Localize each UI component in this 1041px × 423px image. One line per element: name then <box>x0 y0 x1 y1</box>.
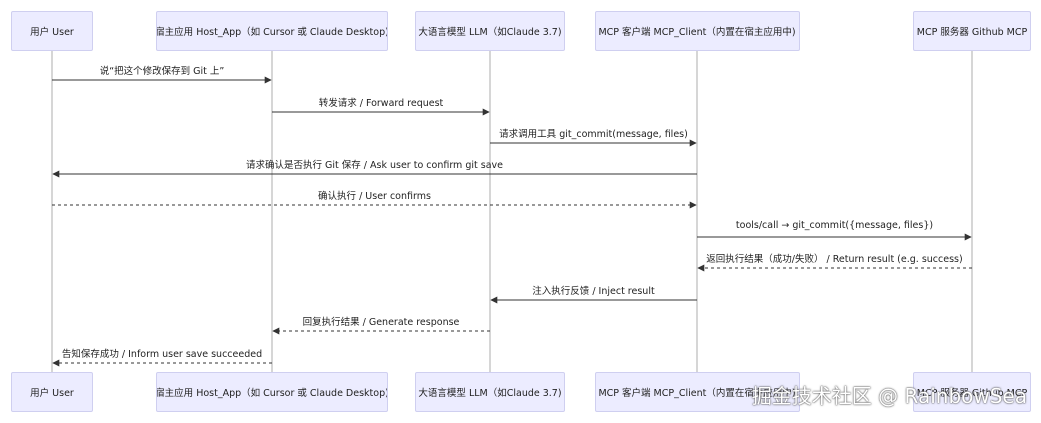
participant-client-bottom: MCP 客户端 MCP_Client（内置在宿主应用中) <box>594 372 800 412</box>
message-label: 告知保存成功 / Inform user save succeeded <box>61 349 263 360</box>
participant-server-bottom: MCP 服务器 Github MCP <box>913 372 1031 412</box>
message-label: tools/call → git_commit({message, files}… <box>735 220 934 231</box>
participant-host-top: 宿主应用 Host_App（如 Cursor 或 Claude Desktop) <box>156 11 388 51</box>
message-label: 确认执行 / User confirms <box>318 191 431 202</box>
message-label: 请求调用工具 git_commit(message, files) <box>499 129 688 140</box>
participant-llm-bottom: 大语言模型 LLM（如Claude 3.7) <box>415 372 565 412</box>
message-label: 返回执行结果（成功/失败） / Return result (e.g. succ… <box>706 254 963 265</box>
participant-llm-top: 大语言模型 LLM（如Claude 3.7) <box>415 11 565 51</box>
participant-client-top: MCP 客户端 MCP_Client（内置在宿主应用中) <box>594 11 800 51</box>
message-label: 注入执行反馈 / Inject result <box>532 286 655 297</box>
message-label: 转发请求 / Forward request <box>318 98 444 109</box>
message-label: 说“把这个修改保存到 Git 上” <box>99 66 225 77</box>
watermark-text: 掘金技术社区 @ RainbowSea <box>751 384 1027 408</box>
participant-user-bottom: 用户 User <box>11 372 93 412</box>
participant-user-top: 用户 User <box>11 11 93 51</box>
participant-host-bottom: 宿主应用 Host_App（如 Cursor 或 Claude Desktop) <box>156 372 388 412</box>
message-label: 请求确认是否执行 Git 保存 / Ask user to confirm gi… <box>246 160 503 171</box>
message-label: 回复执行结果 / Generate response <box>302 317 460 328</box>
participant-server-top: MCP 服务器 Github MCP <box>913 11 1031 51</box>
